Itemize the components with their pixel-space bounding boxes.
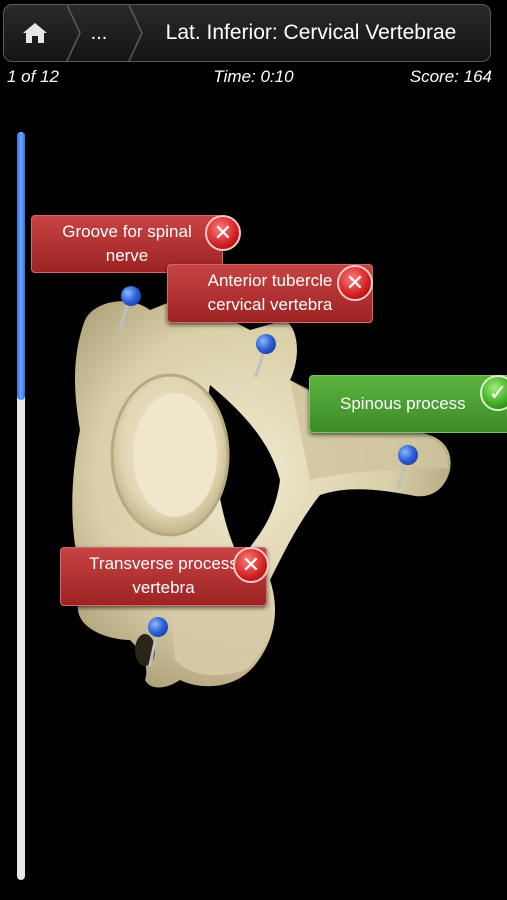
label-anterior-tubercle[interactable]: Anterior tubercle cervical vertebra (167, 264, 373, 323)
incorrect-x-icon: ✕ (337, 265, 373, 301)
chevron-right-icon (66, 5, 82, 61)
breadcrumb-parent-button[interactable]: ... (90, 21, 108, 44)
label-text-line2: nerve (105, 246, 149, 265)
incorrect-x-icon: ✕ (233, 547, 269, 583)
home-icon (23, 23, 47, 43)
question-counter: 1 of 12 (7, 67, 59, 86)
pin-spinous-process[interactable] (398, 445, 418, 465)
label-text-line2: cervical vertebra (207, 295, 333, 314)
label-spinous-process[interactable]: Spinous process (309, 375, 507, 433)
label-transverse-process[interactable]: Transverse process vertebra (60, 547, 267, 606)
incorrect-x-icon: ✕ (205, 215, 241, 251)
pin-groove-spinal-nerve[interactable] (121, 286, 141, 306)
correct-check-icon: ✓ (480, 375, 507, 411)
breadcrumb: ... Lat. Inferior: Cervical Vertebrae (3, 4, 491, 62)
label-text-line1: Groove for spinal (62, 222, 192, 241)
label-text-line2: vertebra (132, 578, 195, 597)
home-button[interactable] (4, 5, 66, 61)
page-title: Lat. Inferior: Cervical Vertebrae (165, 21, 457, 44)
scroll-track[interactable] (17, 132, 25, 880)
scroll-thumb[interactable] (17, 132, 25, 400)
label-text-line1: Anterior tubercle (207, 271, 333, 290)
label-groove-spinal-nerve[interactable]: Groove for spinal nerve (31, 215, 223, 273)
score: Score: 164 (409, 67, 492, 86)
timer: Time: 0:10 (213, 67, 294, 86)
pin-anterior-tubercle[interactable] (256, 334, 276, 354)
label-text-line1: Transverse process (89, 554, 238, 573)
status-row: Time: 0:10 1 of 12 Score: 164 (0, 67, 507, 89)
pin-transverse-process[interactable] (148, 617, 168, 637)
label-text-line1: Spinous process (340, 394, 466, 413)
chevron-right-icon (128, 5, 144, 61)
